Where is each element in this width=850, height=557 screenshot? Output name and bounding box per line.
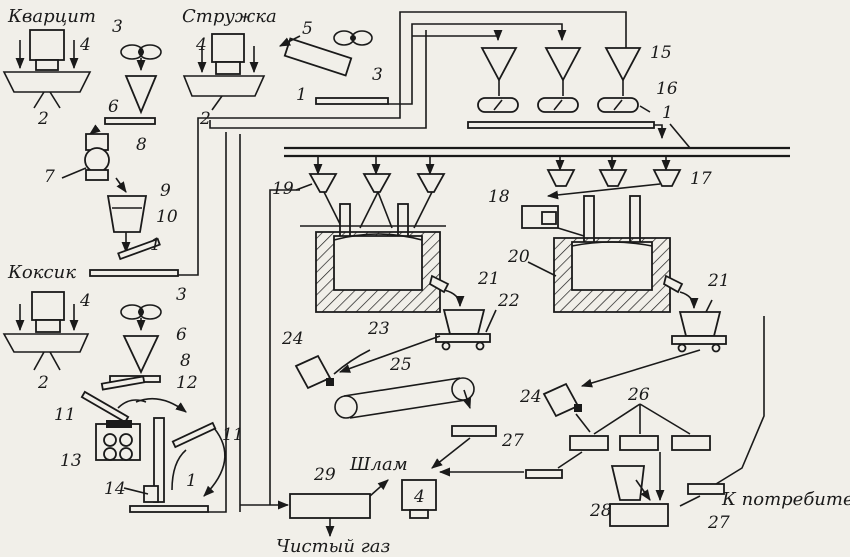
num-16: 16 bbox=[656, 79, 678, 99]
num-9: 9 bbox=[160, 181, 171, 201]
label-shavings: Стружка bbox=[182, 6, 277, 27]
num-4-b: 4 bbox=[195, 35, 207, 55]
num-26: 26 bbox=[627, 385, 650, 405]
screen-11-b bbox=[171, 421, 217, 449]
label-quartzite: Кварцит bbox=[7, 6, 96, 27]
num-14: 14 bbox=[104, 479, 126, 499]
screens-26 bbox=[569, 403, 711, 451]
ladle-21-b bbox=[671, 291, 727, 353]
elevator-14 bbox=[117, 397, 226, 503]
num-3-a: 3 bbox=[112, 17, 123, 37]
conveyor-1-b bbox=[315, 97, 389, 105]
furnace-20 bbox=[546, 156, 684, 313]
num-25: 25 bbox=[389, 355, 412, 375]
num-7: 7 bbox=[44, 167, 55, 187]
furnace-23 bbox=[300, 156, 450, 313]
num-17: 17 bbox=[690, 169, 712, 189]
label-coke: Коксик bbox=[7, 262, 76, 283]
num-27-a: 27 bbox=[501, 431, 524, 451]
num-18: 18 bbox=[488, 187, 510, 207]
transformer-18 bbox=[521, 205, 585, 237]
crusher-28 bbox=[609, 452, 669, 527]
fan-3-a bbox=[120, 44, 162, 115]
num-21-b: 21 bbox=[707, 271, 730, 291]
num-3-c: 3 bbox=[176, 285, 187, 305]
ladle-21-a bbox=[435, 289, 491, 351]
num-13: 13 bbox=[60, 451, 82, 471]
num-6-a: 6 bbox=[108, 97, 119, 117]
num-1-a: 1 bbox=[150, 235, 161, 255]
chute-12 bbox=[100, 375, 146, 391]
num-5: 5 bbox=[302, 19, 313, 39]
num-11-b: 11 bbox=[222, 425, 244, 445]
num-4-c: 4 bbox=[79, 291, 91, 311]
coke-excavator bbox=[2, 291, 90, 371]
num-2-c: 2 bbox=[37, 373, 49, 393]
conveyor-1-d bbox=[129, 505, 209, 513]
num-10: 10 bbox=[156, 207, 178, 227]
block-4 bbox=[401, 479, 437, 519]
num-27-b: 27 bbox=[707, 513, 730, 533]
quartzite-excavator bbox=[2, 29, 92, 109]
num-2-b: 2 bbox=[199, 109, 211, 129]
num-3-b: 3 bbox=[372, 65, 383, 85]
crusher-13 bbox=[95, 420, 141, 461]
num-6-b: 6 bbox=[176, 325, 187, 345]
screen-11-a bbox=[80, 390, 130, 424]
num-19: 19 bbox=[272, 179, 294, 199]
dryer-5 bbox=[278, 35, 353, 77]
shavings-excavator bbox=[182, 33, 266, 97]
bin-27-a bbox=[451, 425, 497, 437]
crusher-24-b bbox=[542, 349, 701, 433]
chute-10 bbox=[117, 237, 161, 261]
crusher-24-a bbox=[294, 335, 441, 390]
crusher-7 bbox=[84, 124, 110, 181]
label-sludge: Шлам bbox=[349, 454, 408, 475]
feeder-8-a bbox=[104, 117, 156, 125]
label-clean-gas: Чистый газ bbox=[276, 536, 390, 557]
hopper-15-group bbox=[467, 47, 667, 140]
num-20: 20 bbox=[507, 247, 530, 267]
label-to-consumer: К потребителю bbox=[721, 489, 850, 510]
num-24-b: 24 bbox=[519, 387, 542, 407]
num-8-a: 8 bbox=[136, 135, 147, 155]
num-24-a: 24 bbox=[281, 329, 304, 349]
num-12: 12 bbox=[176, 373, 198, 393]
fan-3-b bbox=[333, 30, 373, 46]
gas-cleaner-29 bbox=[240, 189, 389, 538]
num-28: 28 bbox=[589, 501, 612, 521]
num-29: 29 bbox=[313, 465, 336, 485]
bin-27-c bbox=[687, 483, 725, 495]
num-21-a: 21 bbox=[477, 269, 500, 289]
num-23: 23 bbox=[367, 319, 390, 339]
num-8-b: 8 bbox=[180, 351, 191, 371]
screen-9 bbox=[106, 195, 148, 233]
num-22: 22 bbox=[497, 291, 520, 311]
num-1-d: 1 bbox=[186, 471, 197, 491]
fan-3-c bbox=[120, 304, 162, 375]
num-2-a: 2 bbox=[37, 109, 49, 129]
num-11-a: 11 bbox=[54, 405, 76, 425]
num-1-c: 1 bbox=[662, 103, 673, 123]
num-4-a: 4 bbox=[79, 35, 91, 55]
num-15: 15 bbox=[650, 43, 672, 63]
num-4-d: 4 bbox=[413, 487, 425, 507]
conveyor-25 bbox=[334, 377, 475, 419]
num-1-b: 1 bbox=[296, 85, 307, 105]
transport-lines bbox=[178, 11, 790, 513]
bin-27-b bbox=[525, 469, 563, 479]
conveyor-1-a bbox=[89, 269, 179, 277]
